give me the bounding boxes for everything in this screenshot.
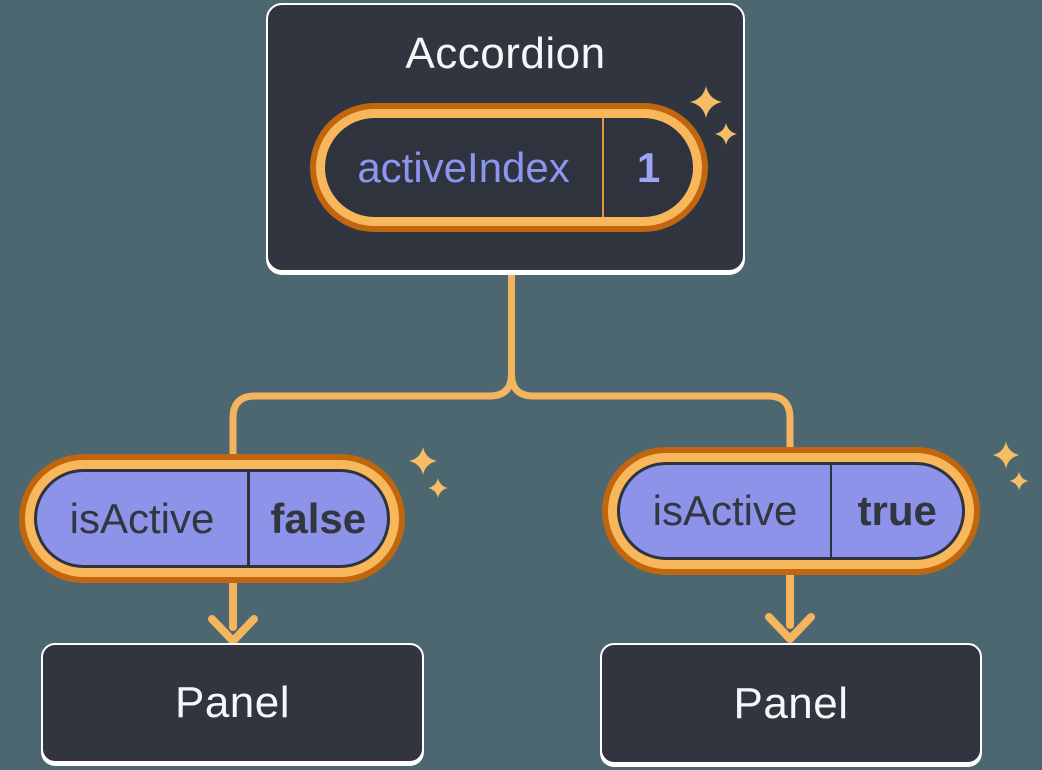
panel-component-box-right: Panel	[600, 643, 982, 764]
arrow-down-icon	[765, 568, 815, 643]
pill-divider	[602, 118, 605, 217]
prop-pill-ring: isActive false	[25, 460, 399, 577]
state-value: 1	[636, 143, 661, 191]
panel-component-box-left: Panel	[41, 643, 424, 763]
prop-pill-right: isActive true	[602, 447, 980, 575]
prop-value: true	[857, 487, 937, 534]
prop-name: isActive	[69, 494, 215, 542]
sparkles-icon	[992, 441, 1029, 491]
accordion-title: Accordion	[405, 29, 606, 78]
pill-divider	[247, 472, 250, 565]
panel-title: Panel	[733, 678, 849, 728]
state-name: activeIndex	[357, 143, 570, 191]
prop-pill-ring: isActive true	[608, 453, 974, 569]
sparkles-icon	[409, 447, 448, 498]
branch-line-right	[508, 271, 794, 453]
prop-value: false	[270, 494, 367, 542]
prop-pill-left: isActive false	[19, 454, 405, 583]
state-pill-ring: activeIndex 1	[316, 109, 702, 226]
panel-title: Panel	[174, 678, 291, 727]
arrow-down-icon	[208, 576, 258, 645]
state-pill: activeIndex 1	[310, 103, 708, 232]
branch-line-left	[229, 271, 515, 460]
pill-divider	[829, 465, 833, 557]
prop-name: isActive	[652, 487, 798, 534]
